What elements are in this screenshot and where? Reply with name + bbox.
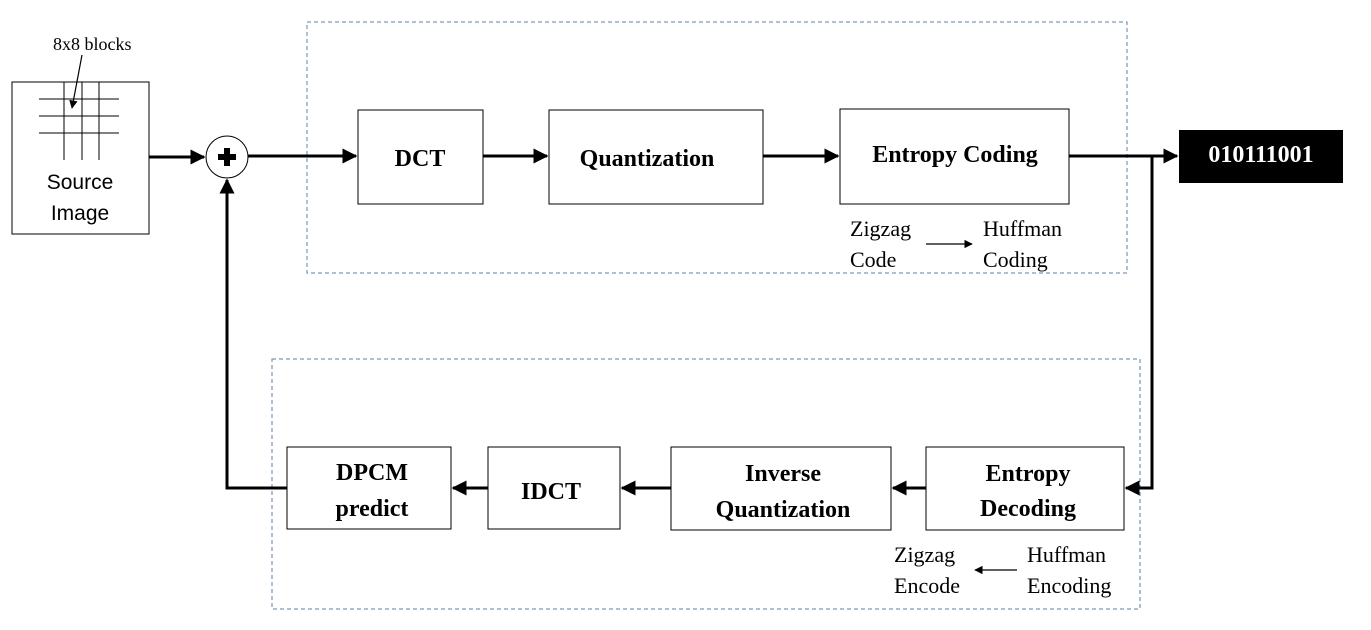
inverse-quantization-block: Inverse Quantization [670,446,892,531]
output-bitstream: 010111001 [1179,130,1343,183]
encoder-group-border [306,21,1128,274]
enc-huffman-line2: Coding [983,247,1048,272]
idct-block: IDCT [487,446,621,530]
entropy-decoding-label-line2: Decoding [980,496,1076,522]
quantization-block: Quantization [548,109,764,205]
enc-zigzag-line1: Zigzag [850,216,911,241]
dct-label: DCT [395,146,446,172]
entropy-decoding-block: Entropy Decoding [925,446,1125,531]
entropy-coding-label: Entropy Coding [872,142,1038,168]
arrow-output-to-entropy-decoding [1124,156,1154,496]
output-bits-label: 010111001 [1208,142,1313,168]
source-image-block: Source Image [11,81,150,235]
idct-label: IDCT [521,479,581,505]
arrow-dpcm-to-adder [219,178,287,490]
inverse-quantization-label-line2: Quantization [716,497,851,523]
dpcm-predict-block: DPCM predict [286,446,452,530]
dct-block: DCT [357,109,484,205]
quantization-label: Quantization [580,146,715,172]
inverse-quantization-label-line1: Inverse [745,461,821,487]
entropy-coding-block: Entropy Coding [839,108,1070,205]
dec-zigzag-line2: Encode [894,573,960,598]
blocks-annotation: 8x8 blocks [53,34,132,54]
source-image-label-line1: Source [47,171,114,194]
decoder-group-border [271,358,1141,610]
adder-junction [205,135,249,179]
dec-huffman-line2: Encoding [1027,573,1111,598]
dpcm-label-line2: predict [336,496,409,522]
source-image-label-line2: Image [51,202,109,225]
enc-huffman-line1: Huffman [983,216,1062,241]
dec-huffman-line1: Huffman [1027,542,1106,567]
dpcm-label-line1: DPCM [336,460,408,486]
blocks-annotation-arrow [69,54,83,109]
entropy-decoding-label-line1: Entropy [986,461,1071,487]
enc-zigzag-line2: Code [850,247,896,272]
block-grid-icon [39,82,119,160]
dec-zigzag-line1: Zigzag [894,542,955,567]
